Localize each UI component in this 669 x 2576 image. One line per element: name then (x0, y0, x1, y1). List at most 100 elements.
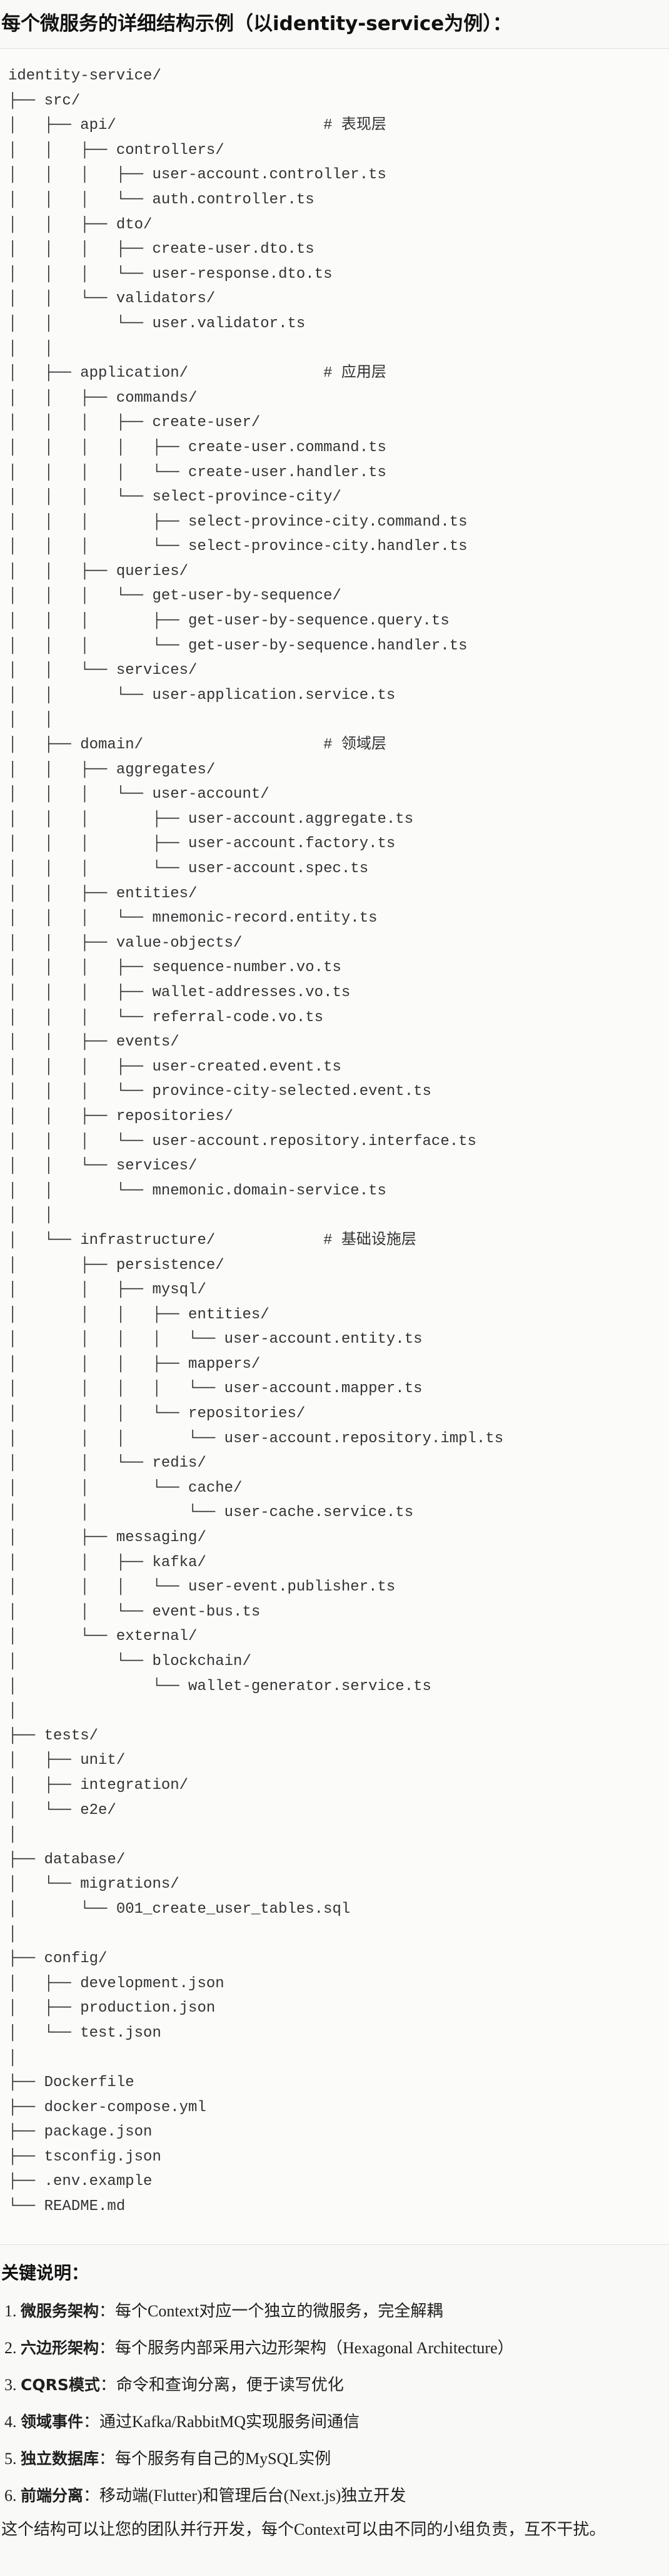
tree-line: │ │ │ ├── get-user-by-sequence.query.ts (8, 613, 450, 630)
tree-line: │ │ │ └── user-account.spec.ts (8, 860, 369, 877)
tree-line: │ │ │ └── select-province-city/ (8, 489, 341, 506)
tree-line: │ ├── unit/ (8, 1752, 126, 1769)
tree-line: │ ├── messaging/ (8, 1529, 206, 1547)
item-label: 前端分离 (21, 2487, 84, 2505)
tree-line: │ │ │ └── repositories/ (8, 1405, 306, 1423)
tree-line: │ │ ├── kafka/ (8, 1554, 206, 1571)
tree-line: ├── package.json (8, 2124, 153, 2141)
tree-line: │ └── 001_create_user_tables.sql (8, 1900, 351, 1918)
tree-line: │ │ │ └── select-province-city.handler.t… (8, 538, 468, 556)
tree-line: │ │ │ └── user-account/ (8, 786, 269, 803)
tree-line: │ │ ├── queries/ (8, 563, 189, 580)
tree-line: │ │ │ └── user-account.repository.impl.t… (8, 1430, 504, 1447)
item-label: 六边形架构 (21, 2339, 99, 2357)
tree-line: │ │ ├── mysql/ (8, 1281, 206, 1299)
tree-line: │ ├── persistence/ (8, 1256, 224, 1274)
tree-line: │ │ │ └── mnemonic-record.entity.ts (8, 910, 378, 927)
tree-line: │ │ └── user.validator.ts (8, 315, 306, 332)
notes-item: 6. 前端分离：移动端(Flutter)和管理后台(Next.js)独立开发 (0, 2477, 669, 2514)
item-label: 领域事件 (21, 2413, 84, 2431)
tree-line: │ │ └── user-application.service.ts (8, 686, 396, 704)
code-block: identity-service/ ├── src/ │ ├── api/ # 表现… (0, 48, 669, 2245)
tree-line: ├── database/ (8, 1851, 126, 1868)
item-label: 独立数据库 (21, 2450, 99, 2468)
tree-line: │ │ │ └── province-city-selected.event.t… (8, 1083, 431, 1101)
tree-line: │ │ └── cache/ (8, 1479, 243, 1497)
tree-line: │ │ │ ├── wallet-addresses.vo.ts (8, 984, 351, 1001)
item-number: 3. (4, 2376, 21, 2394)
tree-line: │ (8, 2049, 18, 2067)
tree-line: │ │ │ └── user-account.repository.interf… (8, 1133, 476, 1150)
item-text: ：移动端(Flutter)和管理后台(Next.js)独立开发 (83, 2487, 406, 2505)
tree-line: │ │ ├── dto/ (8, 216, 153, 233)
tree-line: │ │ │ └── auth.controller.ts (8, 191, 314, 208)
tree-line: ├── Dockerfile (8, 2074, 134, 2092)
tree-line: │ │ ├── controllers/ (8, 141, 224, 159)
tree-line: ├── docker-compose.yml (8, 2099, 206, 2116)
tree-line: │ │ │ ├── mappers/ (8, 1355, 261, 1373)
tree-line: │ │ └── event-bus.ts (8, 1603, 261, 1621)
tree-line: ├── config/ (8, 1950, 108, 1968)
notes-item: 2. 六边形架构：每个服务内部采用六边形架构（Hexagonal Archite… (0, 2329, 669, 2366)
item-text: ：通过Kafka/RabbitMQ实现服务间通信 (83, 2413, 360, 2431)
tree-line: │ │ ├── entities/ (8, 885, 198, 902)
tree-line: │ ├── domain/ # 领域层 (8, 736, 386, 754)
tree-line: │ ├── integration/ (8, 1776, 189, 1794)
notes-heading: 关键说明： (1, 2263, 89, 2283)
tree-line: │ └── test.json (8, 2024, 161, 2042)
item-number: 4. (4, 2413, 21, 2431)
item-text: ：每个服务有自己的MySQL实例 (99, 2450, 331, 2468)
tree-line: ├── .env.example (8, 2173, 153, 2191)
tree-line: │ │ │ └── user-event.publisher.ts (8, 1579, 396, 1596)
tree-line: │ │ │ └── get-user-by-sequence.handler.t… (8, 637, 468, 654)
tree-line: │ │ │ └── user-response.dto.ts (8, 265, 333, 283)
tree-line: │ (8, 1826, 18, 1844)
summary-text: 这个结构可以让您的团队并行开发，每个Context可以由不同的小组负责，互不干扰… (1, 2520, 606, 2538)
tree-line: │ │ │ │ └── user-account.entity.ts (8, 1331, 423, 1348)
tree-line: └── README.md (8, 2198, 126, 2216)
tree-line: │ │ │ │ └── create-user.handler.ts (8, 464, 386, 481)
tree-line: │ │ │ │ └── user-account.mapper.ts (8, 1380, 423, 1398)
tree-line: │ │ └── mnemonic.domain-service.ts (8, 1182, 386, 1199)
tree-line: │ │ (8, 1207, 54, 1224)
item-text: ：每个Context对应一个独立的微服务，完全解耦 (99, 2302, 443, 2320)
tree-line: │ │ │ ├── select-province-city.command.t… (8, 513, 468, 531)
tree-line: │ │ │ ├── create-user.dto.ts (8, 241, 314, 258)
item-label: CQRS模式 (21, 2376, 100, 2394)
tree-line: │ (8, 1703, 18, 1720)
tree-line: │ │ │ ├── user-account.controller.ts (8, 166, 386, 184)
tree-line: │ ├── development.json (8, 1975, 224, 1992)
page-title: 每个微服务的详细结构示例（以identity-service为例）： (1, 13, 512, 35)
tree-line: │ │ │ ├── sequence-number.vo.ts (8, 959, 341, 977)
tree-line: │ │ │ └── referral-code.vo.ts (8, 1009, 324, 1026)
tree-line: │ ├── production.json (8, 2000, 216, 2017)
item-number: 5. (4, 2450, 21, 2468)
notes-item: 4. 领域事件：通过Kafka/RabbitMQ实现服务间通信 (0, 2403, 669, 2440)
directory-tree: identity-service/ ├── src/ │ ├── api/ # 表现… (8, 64, 503, 2219)
tree-line: │ └── e2e/ (8, 1801, 116, 1819)
item-number: 2. (4, 2339, 21, 2357)
tree-line: ├── tests/ (8, 1727, 99, 1744)
tree-line: │ │ │ │ ├── create-user.command.ts (8, 439, 386, 456)
tree-line: │ └── migrations/ (8, 1876, 179, 1893)
tree-line: ├── src/ (8, 92, 81, 109)
tree-line: │ │ └── user-cache.service.ts (8, 1504, 414, 1522)
notes-item: 5. 独立数据库：每个服务有自己的MySQL实例 (0, 2440, 669, 2477)
tree-line: │ ├── api/ # 表现层 (8, 117, 386, 135)
tree-line: │ │ └── services/ (8, 662, 198, 680)
tree-line: │ └── blockchain/ (8, 1653, 251, 1670)
tree-line: │ (8, 1925, 18, 1943)
item-number: 1. (4, 2302, 21, 2320)
notes-item: 1. 微服务架构：每个Context对应一个独立的微服务，完全解耦 (0, 2293, 669, 2329)
item-text: ：每个服务内部采用六边形架构（Hexagonal Architecture） (99, 2339, 514, 2357)
item-text: ：命令和查询分离，便于读写优化 (99, 2376, 344, 2394)
tree-line: │ │ └── validators/ (8, 290, 216, 308)
tree-line: │ │ └── services/ (8, 1158, 198, 1175)
tree-line: identity-service/ (8, 68, 161, 84)
notes-item: 3. CQRS模式：命令和查询分离，便于读写优化 (0, 2366, 669, 2403)
tree-line: │ │ (8, 340, 54, 357)
tree-line: │ │ │ ├── user-account.aggregate.ts (8, 810, 414, 828)
tree-line: │ └── wallet-generator.service.ts (8, 1677, 431, 1695)
item-number: 6. (4, 2487, 21, 2505)
